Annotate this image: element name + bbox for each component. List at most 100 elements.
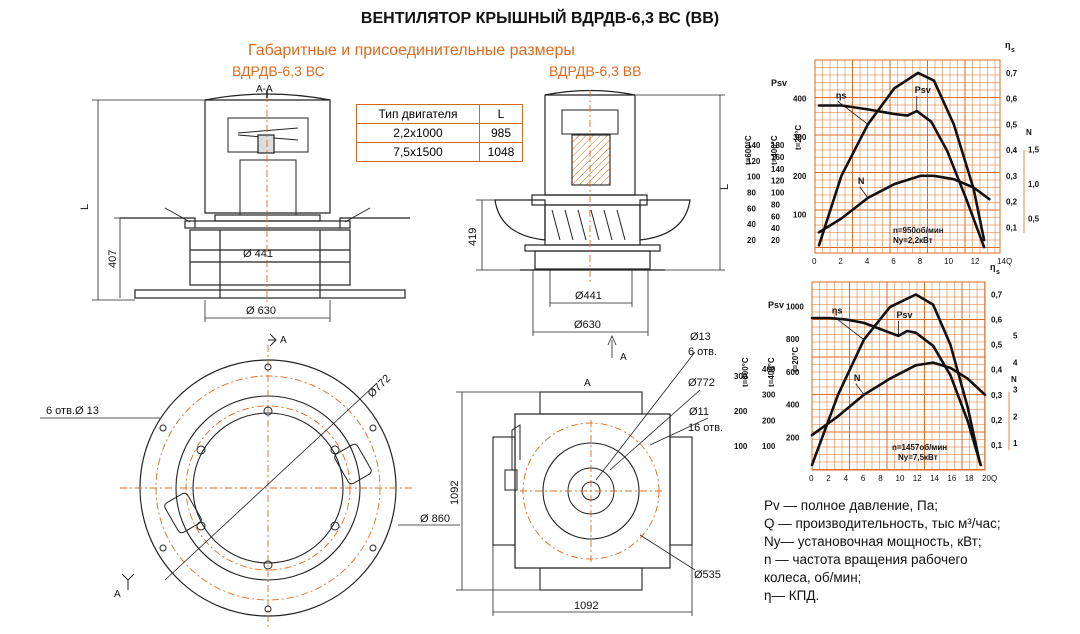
x-tick-label: 14 (997, 257, 1006, 266)
chart-frame (814, 59, 1001, 254)
side-view-vs (120, 93, 410, 299)
legend-n2: колеса, об/мин; (764, 570, 862, 585)
y-tick-t600: 200 (734, 407, 748, 416)
x-tick-label: 4 (865, 257, 870, 266)
table-row: 2,2х1000 985 (356, 123, 523, 143)
y-tick-eta: 0,7 (1006, 69, 1018, 78)
y-tick-eta: 0,4 (1006, 146, 1018, 155)
note-power: Ny=7,5кВт (898, 453, 938, 462)
y-tick-t600: 300 (734, 372, 748, 381)
x-tick-label: 8 (918, 257, 923, 266)
y-tick-eta: 0,7 (991, 291, 1003, 300)
y-tick-n: 2 (1013, 412, 1018, 421)
dim-d13: Ø13 (690, 331, 711, 343)
note-power: Ny=2,2кВт (893, 236, 933, 245)
series-label: Psv (897, 310, 913, 320)
dim-L-left: L (79, 204, 91, 210)
y-tick-t600: 120 (747, 157, 761, 166)
series-leader (859, 186, 869, 199)
y-tick-t20: 800 (786, 335, 800, 344)
series-line-eta (817, 71, 986, 247)
y-tick-t400: 100 (771, 189, 785, 198)
view-arrow-label: A (620, 352, 627, 363)
series-label: Psv (915, 85, 931, 95)
section-label: А-А (256, 84, 273, 95)
y-tick-eta: 0,6 (991, 316, 1003, 325)
y-tick-eta: 0,1 (1006, 223, 1018, 232)
dim-h1092: 1092 (449, 481, 461, 505)
series-label: ηs (836, 90, 847, 100)
y-tick-t600: 100 (734, 442, 748, 451)
y-tick-t600: 20 (747, 236, 756, 245)
y-tick-t20: 1000 (786, 303, 804, 312)
dim-d535: Ø535 (694, 569, 721, 581)
page-title: ВЕНТИЛЯТОР КРЫШНЫЙ ВДРДВ-6,3 ВС (ВВ) (360, 10, 720, 27)
x-tick-label: 12 (971, 257, 980, 266)
table-row: 7,5х1500 1048 (356, 142, 523, 162)
dim-d11: Ø11 (689, 406, 709, 418)
series-label: ηs (832, 306, 843, 316)
x-tick-label: 6 (861, 474, 866, 483)
dim-L-right: L (719, 184, 731, 190)
y-tick-eta: 0,3 (991, 391, 1003, 400)
y-tick-eta: 0,4 (991, 366, 1003, 375)
note-speed: n=950об/мин (893, 226, 944, 235)
eta-axis-label: η (990, 262, 996, 272)
dim-otv16: 16 отв. (688, 422, 723, 434)
motor-type-header: Тип двигателя (356, 104, 480, 124)
y-tick-n: 0,5 (1028, 215, 1040, 224)
y-tick-t20: 600 (786, 368, 800, 377)
y-tick-n: 1,0 (1028, 180, 1040, 189)
y-tick-eta: 0,1 (991, 441, 1003, 450)
y-tick-eta: 0,5 (991, 341, 1003, 350)
y-tick-eta: 0,2 (1006, 198, 1018, 207)
y-tick-t600: 140 (747, 141, 761, 150)
dim-holes-6: 6 отв.Ø 13 (46, 405, 99, 417)
y-tick-t400: 100 (762, 442, 776, 451)
dim-d630-left: Ø 630 (246, 305, 276, 317)
dim-d860: Ø 860 (420, 513, 450, 525)
dim-407: 407 (107, 250, 119, 268)
y-tick-t400: 160 (771, 153, 785, 162)
y-tick-t400: 120 (771, 177, 785, 186)
series-line-psv (810, 316, 983, 467)
y-tick-t600: 40 (747, 220, 756, 229)
t600-axis-label: t=600°C (741, 357, 750, 387)
chart-frame (811, 281, 986, 471)
table-row: Тип двигателя L (356, 104, 523, 124)
x-tick-label: 10 (944, 257, 953, 266)
eta-axis-sub: s (1011, 47, 1015, 54)
side-view-vv (494, 89, 691, 271)
y-tick-n: 4 (1013, 359, 1018, 368)
x-tick-label: 2 (826, 474, 831, 483)
y-tick-t400: 180 (771, 141, 785, 150)
series-line-n (817, 174, 991, 234)
psv-axis-label: Psv (771, 78, 787, 88)
t600-axis-label: t=600°C (744, 135, 753, 165)
y-tick-t400: 200 (762, 416, 776, 425)
y-tick-t400: 40 (771, 224, 780, 233)
legend-n1: n — частота вращения рабочего (764, 552, 968, 567)
dim-d441-left: Ø 441 (243, 248, 273, 260)
y-tick-t20: 200 (793, 172, 807, 181)
dim-w1092: 1092 (574, 600, 598, 612)
x-tick-label: 0 (812, 257, 817, 266)
n-axis-label: N (1026, 128, 1032, 137)
y-tick-t400: 20 (771, 236, 780, 245)
series-leader (855, 383, 865, 396)
x-axis-label: Q (991, 474, 997, 483)
eta-axis-sub: s (996, 269, 1000, 276)
eta-axis-label: η (1005, 40, 1011, 50)
x-tick-label: 12 (913, 474, 922, 483)
legend-pv: Pv — полное давление, Па; (764, 498, 938, 513)
y-tick-t400: 400 (762, 365, 776, 374)
view-arrow-label: A (114, 589, 121, 600)
y-tick-t600: 100 (747, 173, 761, 182)
x-tick-label: 4 (844, 474, 849, 483)
x-axis-label: Q (1006, 257, 1012, 266)
dim-d441-right: Ø441 (575, 290, 602, 302)
right-view-label: ВДРДВ-6,3 ВВ (549, 63, 642, 79)
